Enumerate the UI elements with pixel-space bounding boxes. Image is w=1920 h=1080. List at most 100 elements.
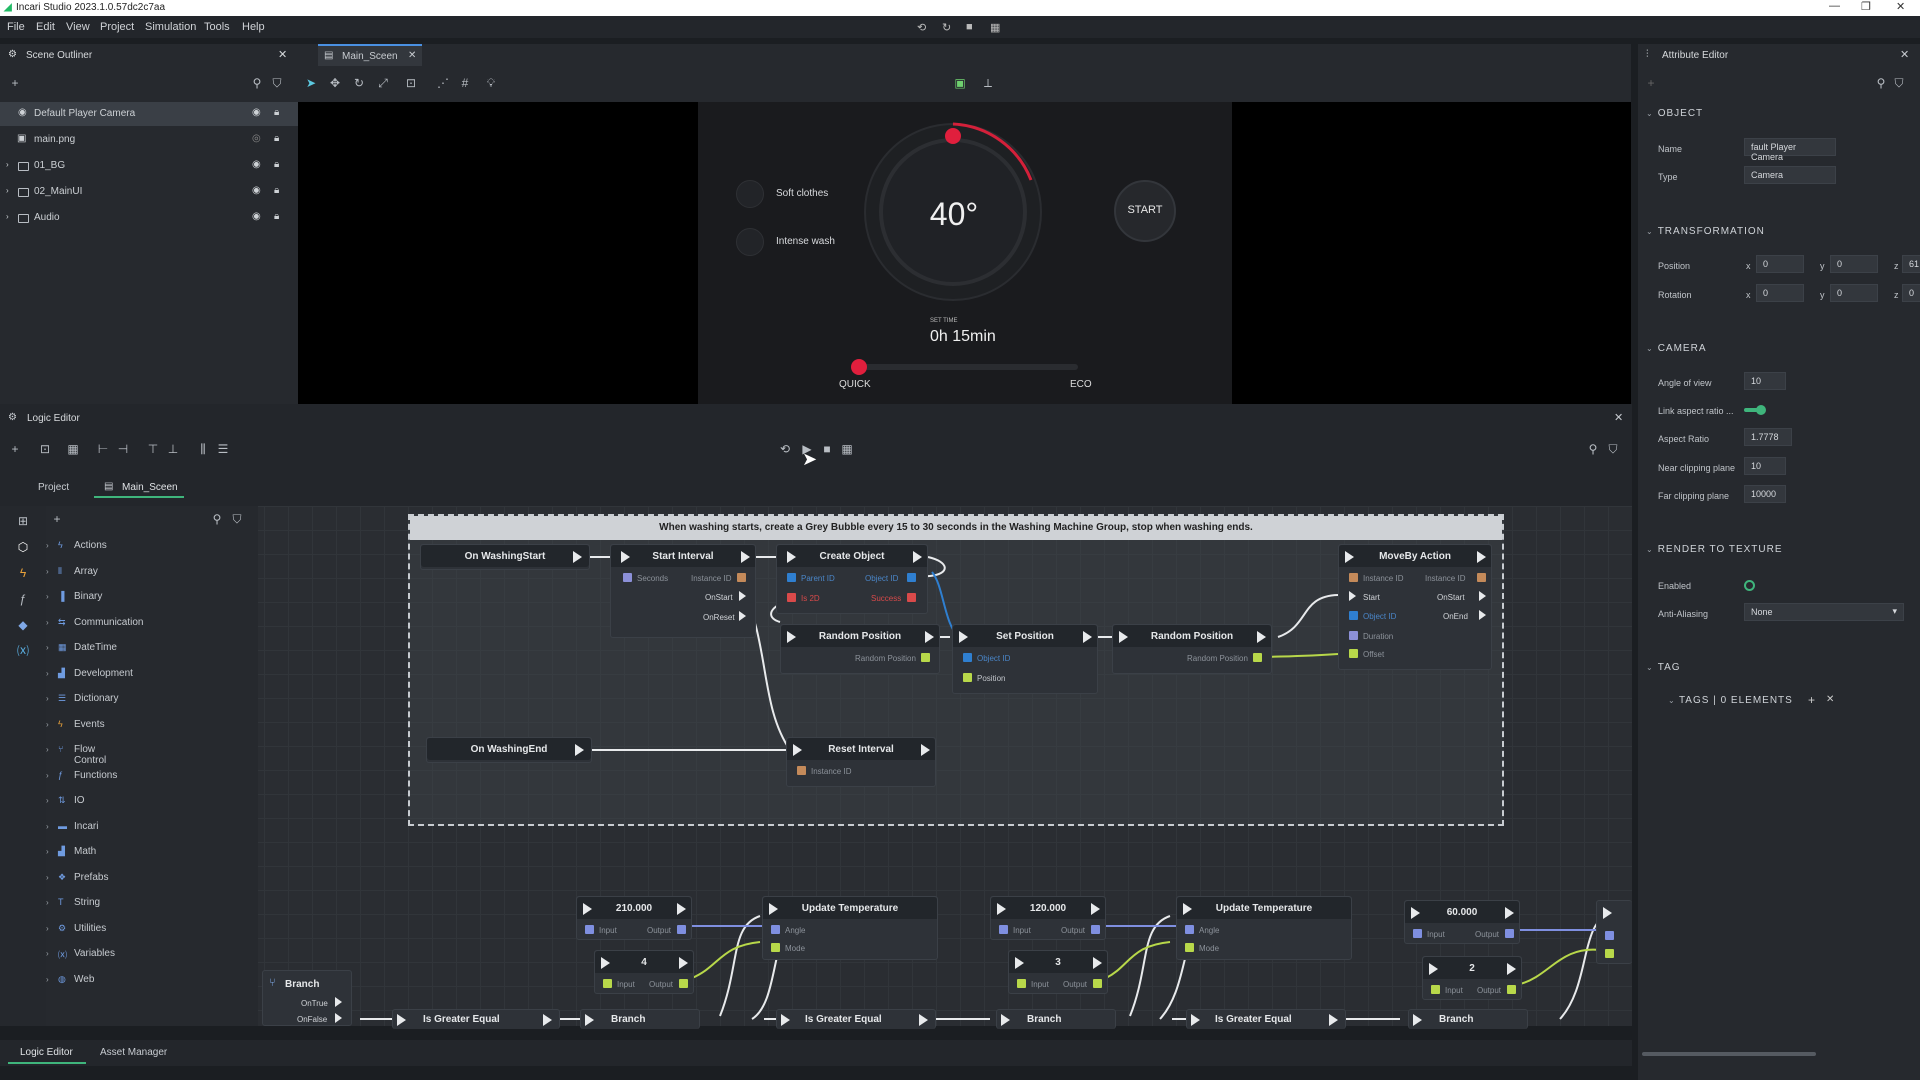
exec-in-pin[interactable] — [585, 1014, 594, 1026]
radio-intense-wash[interactable] — [736, 228, 764, 256]
tab-main-sceen[interactable]: ▤ Main_Sceen ✕ — [318, 44, 422, 66]
object-id-pin[interactable] — [1349, 611, 1358, 620]
aspect-ratio-input[interactable]: 1.7778 — [1744, 428, 1792, 446]
eye-icon[interactable]: ◉ — [252, 211, 261, 222]
move-tool-icon[interactable]: ✥ — [329, 76, 341, 90]
onfalse-pin[interactable] — [335, 1013, 342, 1023]
exec-in-pin[interactable] — [1001, 1014, 1010, 1026]
node-start-interval[interactable]: Start Interval Seconds Instance ID OnSta… — [610, 544, 756, 638]
rotate-tool-icon[interactable]: ↻ — [353, 76, 365, 90]
sim-stop-icon[interactable]: ⟲ — [917, 22, 927, 34]
start-button[interactable]: START — [1114, 180, 1176, 242]
ontrue-pin[interactable] — [335, 997, 342, 1007]
input-pin[interactable] — [1017, 979, 1026, 988]
eye-icon[interactable]: ◉ — [252, 185, 261, 196]
outliner-item-02-mainui[interactable]: › 02_MainUI ◉🔒︎ — [0, 180, 298, 204]
filter-icon[interactable]: ⛉ — [1608, 442, 1618, 456]
node-update-temperature[interactable]: Update Temperature Angle Mode — [1176, 896, 1352, 960]
node-branch[interactable]: Branch — [996, 1009, 1116, 1029]
duration-pin[interactable] — [1349, 631, 1358, 640]
instance-pin[interactable] — [797, 766, 806, 775]
search-icon[interactable]: ⚲ — [1876, 76, 1886, 90]
output-pin[interactable] — [1093, 979, 1102, 988]
close-icon[interactable]: ✕ — [278, 49, 288, 61]
output-pin[interactable] — [1091, 925, 1100, 934]
offset-pin[interactable] — [1349, 649, 1358, 658]
scale-tool-icon[interactable]: ⤢ — [378, 76, 388, 90]
output-pin[interactable] — [677, 925, 686, 934]
align-right-icon[interactable]: ⊣ — [117, 442, 129, 456]
exec-in-pin[interactable] — [1191, 1014, 1200, 1026]
distribute-v-icon[interactable]: ☰ — [217, 442, 229, 456]
outliner-item-camera[interactable]: ◉ Default Player Camera ◉🔒︎ — [0, 102, 298, 126]
node-is-greater-equal[interactable]: Is Greater Equal — [392, 1009, 560, 1029]
tab-project[interactable]: Project — [38, 482, 70, 493]
node-number[interactable]: 3 Input Output — [1008, 950, 1108, 994]
exec-in-pin[interactable] — [769, 903, 778, 915]
exec-in-pin[interactable] — [1603, 907, 1612, 919]
exec-out-pin[interactable] — [1477, 551, 1486, 563]
node-is-greater-equal[interactable]: Is Greater Equal — [776, 1009, 936, 1029]
section-object[interactable]: ⌄OBJECT — [1646, 108, 1704, 119]
light-icon[interactable]: 💡︎ — [486, 76, 496, 90]
node-random-position[interactable]: Random Position Random Position — [1112, 624, 1272, 674]
mode-pin[interactable] — [1185, 943, 1194, 952]
exec-in-pin[interactable] — [787, 631, 796, 643]
restore-icon[interactable]: ❐ — [1861, 1, 1871, 13]
input-pin[interactable] — [999, 925, 1008, 934]
exec-in-pin[interactable] — [997, 903, 1006, 915]
node-on-washing-end[interactable]: On WashingEnd — [426, 737, 592, 763]
filter-icon[interactable]: ⛉ — [272, 76, 282, 90]
input-pin[interactable] — [603, 979, 612, 988]
filter-icon[interactable]: ⛉ — [232, 512, 242, 526]
node-update-temperature[interactable]: Update Temperature Angle Mode — [762, 896, 938, 960]
node-icon[interactable]: ◆ — [18, 618, 28, 632]
gizmo-icon[interactable]: ⟂ — [983, 76, 992, 90]
align-left-icon[interactable]: ⊢ — [97, 442, 109, 456]
anti-aliasing-select[interactable]: None▾ — [1744, 603, 1904, 621]
exec-in-pin[interactable] — [1345, 551, 1354, 563]
node-moveby-action[interactable]: MoveBy Action Instance ID Instance ID St… — [1338, 544, 1492, 670]
wash-mode-slider[interactable] — [858, 364, 1078, 370]
node-on-washing-start[interactable]: On WashingStart — [420, 544, 590, 570]
exec-out-pin[interactable] — [739, 591, 746, 601]
align-bottom-icon[interactable]: ⊥ — [167, 442, 179, 456]
horizontal-scrollbar[interactable] — [1638, 1052, 1920, 1058]
object-id-pin[interactable] — [963, 653, 972, 662]
exec-in-pin[interactable] — [601, 957, 610, 969]
random-position-out-pin[interactable] — [921, 653, 930, 662]
close-icon[interactable]: ✕ — [1900, 49, 1910, 61]
node-number[interactable]: 60.000 Input Output — [1404, 900, 1520, 944]
instance-out-pin[interactable] — [1477, 573, 1486, 582]
position-y-input[interactable]: 0 — [1830, 255, 1878, 273]
temperature-dial[interactable] — [861, 120, 1045, 304]
outliner-item-audio[interactable]: › Audio ◉🔒︎ — [0, 206, 298, 230]
angle-of-view-input[interactable]: 10 — [1744, 372, 1786, 390]
node-number[interactable]: 210.000 Input Output — [576, 896, 692, 940]
frame-icon[interactable]: ⊡ — [405, 76, 417, 90]
grid-icon[interactable]: # — [461, 76, 469, 90]
exec-in-pin[interactable] — [1429, 963, 1438, 975]
exec-in-pin[interactable] — [1413, 1014, 1422, 1026]
node-set-position[interactable]: Set Position Object ID Position — [952, 624, 1098, 694]
node-number[interactable]: 2 Input Output — [1422, 956, 1522, 1000]
menu-tools[interactable]: Tools — [204, 21, 230, 33]
exec-in-pin[interactable] — [1183, 903, 1192, 915]
instance-in-pin[interactable] — [1349, 573, 1358, 582]
node-partial[interactable] — [1596, 900, 1632, 964]
hierarchy-icon[interactable]: ⊞ — [17, 514, 29, 528]
variable-icon[interactable]: ⒳ — [16, 644, 29, 658]
input-pin[interactable] — [585, 925, 594, 934]
play-icon[interactable]: ▶ — [802, 442, 812, 456]
wash-mode-slider-handle[interactable] — [851, 359, 867, 375]
input-pin[interactable] — [1605, 931, 1614, 940]
node-branch[interactable]: Branch — [1408, 1009, 1528, 1029]
align-top-icon[interactable]: ⊤ — [147, 442, 159, 456]
link-aspect-toggle[interactable] — [1744, 405, 1766, 415]
enabled-radio[interactable] — [1744, 580, 1755, 591]
exec-in-pin[interactable] — [1015, 957, 1024, 969]
chevron-right-icon[interactable]: › — [6, 160, 9, 169]
node-random-position[interactable]: Random Position Random Position — [780, 624, 940, 674]
exec-in-pin[interactable] — [583, 903, 592, 915]
comment-title[interactable]: When washing starts, create a Grey Bubbl… — [410, 516, 1502, 540]
